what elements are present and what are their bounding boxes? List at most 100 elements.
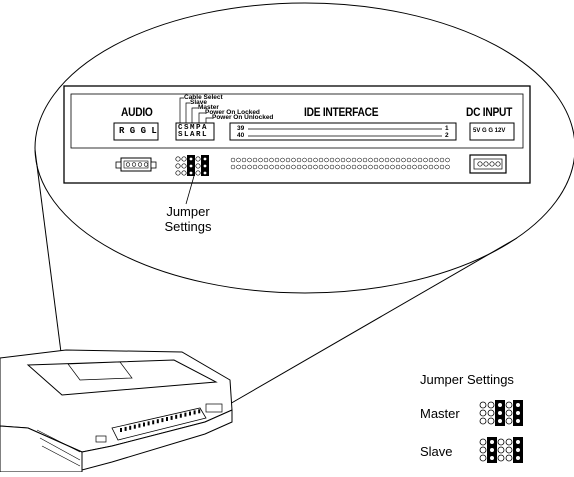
ide-pin xyxy=(252,157,258,163)
ide-pin xyxy=(324,157,329,163)
ide-pin xyxy=(428,157,434,163)
jumper-settings-callout: Jumper Settings xyxy=(160,204,216,234)
audio-label: AUDIO xyxy=(121,105,153,119)
ide-pin xyxy=(247,157,252,163)
rear-connector-pin xyxy=(124,426,127,431)
rear-connector-pin xyxy=(189,411,191,416)
dc-input-connector xyxy=(469,154,507,174)
ide-pin xyxy=(390,157,395,163)
ide-pin-40: 40 xyxy=(237,132,245,139)
ide-pin xyxy=(373,157,379,163)
rear-connector-pin xyxy=(166,417,168,421)
ide-pin xyxy=(434,157,439,163)
ide-pin xyxy=(395,164,401,170)
ide-pin xyxy=(296,157,302,163)
rear-connector-pin xyxy=(120,428,122,432)
ide-pin xyxy=(340,164,346,170)
legend-master-label: Master xyxy=(420,406,460,421)
audio-pin-letters: R G G L xyxy=(119,126,157,136)
ide-pin xyxy=(390,164,395,170)
ide-pin xyxy=(313,157,318,163)
ide-pin xyxy=(406,157,412,163)
ide-pin xyxy=(351,157,357,163)
ide-pin xyxy=(357,157,362,163)
rear-connector-pin xyxy=(179,413,182,418)
rear-connector-pin xyxy=(143,422,145,427)
ide-pin xyxy=(258,164,263,170)
ide-pin-2: 2 xyxy=(445,132,449,139)
ide-pin xyxy=(307,157,313,163)
ide-pin xyxy=(296,164,302,170)
ide-pin xyxy=(285,157,291,163)
rear-connector-pin xyxy=(198,409,201,414)
ide-pin xyxy=(384,164,390,170)
dc-pin-box xyxy=(469,122,515,141)
rear-connector-pin xyxy=(129,425,132,430)
ide-pin xyxy=(401,164,406,170)
jumper-option-leaders xyxy=(179,97,212,123)
ide-pin xyxy=(269,157,274,163)
ide-pin xyxy=(335,157,340,163)
legend-slave-jumper-icon xyxy=(479,437,523,463)
ide-pin xyxy=(291,164,296,170)
callout-line-1: Jumper xyxy=(166,204,210,219)
jumper-option-master: Master xyxy=(198,104,219,111)
ide-pin xyxy=(340,157,346,163)
callout-line-2: Settings xyxy=(164,219,212,234)
ide-pin xyxy=(252,164,258,170)
ide-pin xyxy=(362,164,368,170)
ide-pin xyxy=(434,164,439,170)
ide-pin xyxy=(351,164,357,170)
ide-pin xyxy=(241,157,247,163)
ide-pin xyxy=(280,164,285,170)
rear-connector-pin xyxy=(133,424,136,429)
ide-pin xyxy=(368,164,373,170)
rear-connector-pin xyxy=(175,414,178,419)
ide-pin xyxy=(263,164,269,170)
ide-pin xyxy=(445,164,450,170)
jumper-bottom-letters: S L A R L xyxy=(178,131,207,139)
ide-pin xyxy=(302,157,307,163)
ide-pin xyxy=(379,157,384,163)
ide-pin xyxy=(324,164,329,170)
ide-pin xyxy=(230,157,236,163)
audio-connector xyxy=(115,157,157,172)
ide-pin xyxy=(329,164,335,170)
ide-pin xyxy=(379,164,384,170)
ide-pin xyxy=(313,164,318,170)
rear-connector-pin xyxy=(184,412,187,417)
ide-pin xyxy=(423,157,428,163)
ide-pin xyxy=(346,157,351,163)
ide-pin xyxy=(439,164,445,170)
legend-title: Jumper Settings xyxy=(420,372,514,387)
ide-pin xyxy=(258,157,263,163)
ide-pin xyxy=(335,164,340,170)
ide-pin xyxy=(401,157,406,163)
ide-pin xyxy=(357,164,362,170)
ide-pin xyxy=(274,157,280,163)
rear-connector-pin xyxy=(193,410,196,415)
ide-pin-field xyxy=(230,157,450,170)
ide-pin xyxy=(395,157,401,163)
ide-pin xyxy=(318,157,324,163)
ide-pin xyxy=(307,164,313,170)
ide-pin xyxy=(291,157,296,163)
ide-pin xyxy=(236,164,241,170)
rear-connector-pin xyxy=(152,420,155,425)
ide-pin xyxy=(263,157,269,163)
ide-pin-39: 39 xyxy=(237,125,245,132)
rear-connector-pin xyxy=(156,419,159,424)
ide-pin xyxy=(362,157,368,163)
ide-pin xyxy=(417,164,423,170)
rear-connector-pin xyxy=(138,423,141,428)
jumper-option-cable-select: Cable Select xyxy=(184,94,223,101)
ide-pin xyxy=(280,157,285,163)
ide-pin xyxy=(285,164,291,170)
jumper-option-power-on-locked: Power On Locked xyxy=(205,109,260,116)
ide-pin xyxy=(417,157,423,163)
rear-connector-pin xyxy=(147,421,150,426)
ide-pin xyxy=(439,157,445,163)
ide-interface-label: IDE INTERFACE xyxy=(304,105,379,119)
magnifier-line-right xyxy=(227,237,518,406)
